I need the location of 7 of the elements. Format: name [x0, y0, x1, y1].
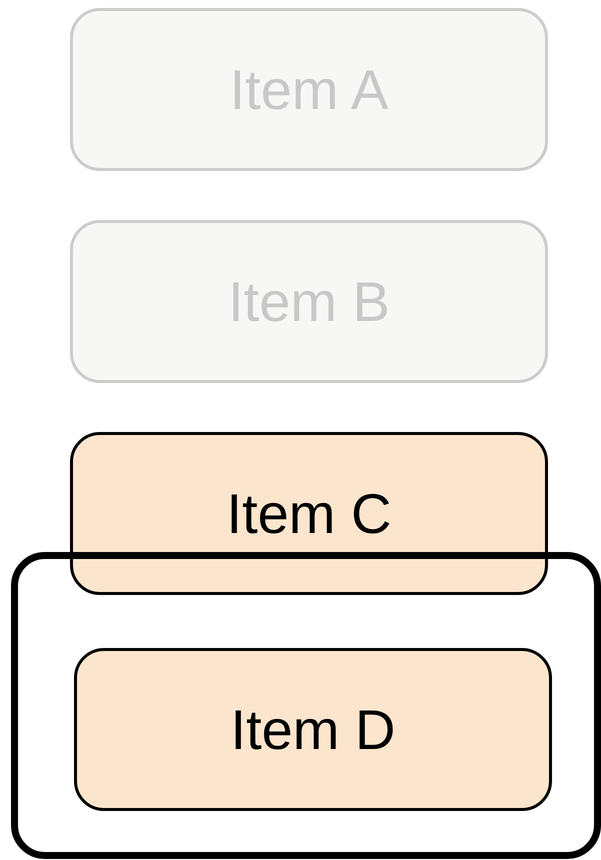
item-label: Item D	[230, 702, 396, 758]
item-label: Item C	[226, 486, 392, 542]
item-box	[70, 220, 548, 383]
item-box	[70, 8, 548, 171]
item-box	[70, 432, 548, 595]
frame-box	[11, 552, 601, 859]
item-box	[74, 648, 552, 811]
